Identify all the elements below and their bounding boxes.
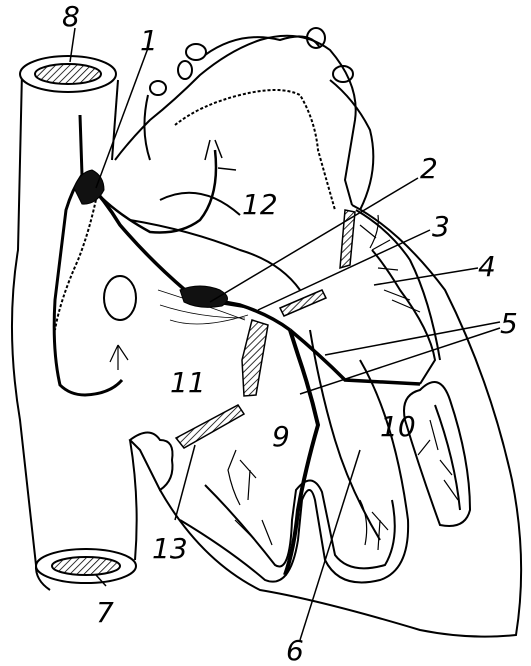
heart-outline [34,27,523,638]
label-2: 2 [420,152,438,185]
label-11: 11 [170,366,206,399]
label-10: 10 [380,410,416,443]
labels: 1 2 3 4 5 6 7 8 9 10 11 12 13 [62,0,518,666]
label-1: 1 [140,24,158,57]
label-5: 5 [500,307,518,340]
label-4: 4 [478,250,496,283]
label-8: 8 [62,0,80,33]
leader-lines [69,27,501,641]
valve-sections [174,209,356,449]
label-3: 3 [432,210,450,243]
vena-cava [10,55,138,584]
label-7: 7 [96,596,114,629]
label-9: 9 [272,420,290,453]
label-13: 13 [152,532,188,565]
nodes [73,169,228,308]
label-6: 6 [286,634,304,666]
label-12: 12 [242,188,278,221]
